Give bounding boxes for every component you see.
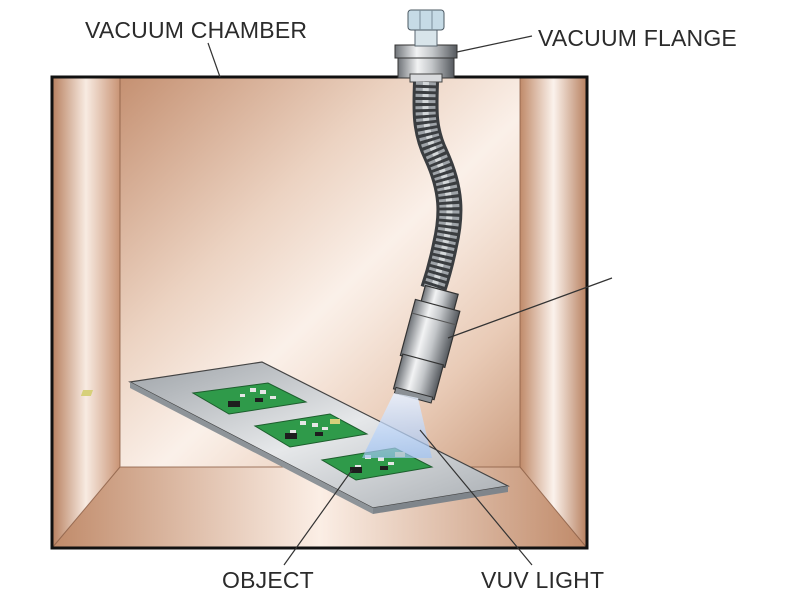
chamber-right-wall xyxy=(520,77,587,548)
leader-lines xyxy=(207,35,613,566)
leader-object xyxy=(283,469,353,566)
circuit-board-2 xyxy=(253,413,369,448)
label-object: OBJECT xyxy=(222,567,314,593)
leader-vacuum-flange xyxy=(456,35,533,53)
vacuum-flange xyxy=(394,9,458,83)
circuit-board-1 xyxy=(80,382,308,415)
label-vacuum-flange: VACUUM FLANGE xyxy=(538,25,737,51)
chamber-left-wall xyxy=(52,77,120,548)
vuv-light-beam xyxy=(362,393,432,458)
label-vacuum-chamber: VACUUM CHAMBER xyxy=(85,17,307,43)
chamber-outline xyxy=(50,75,589,550)
label-vuv-light: VUV LIGHT xyxy=(481,567,604,593)
leader-lamp xyxy=(447,277,613,339)
flexible-bellows-hose xyxy=(412,81,463,295)
vuv-lamp-head xyxy=(392,284,461,404)
leader-vacuum-chamber xyxy=(207,42,221,78)
leader-vuv-light xyxy=(419,429,533,566)
